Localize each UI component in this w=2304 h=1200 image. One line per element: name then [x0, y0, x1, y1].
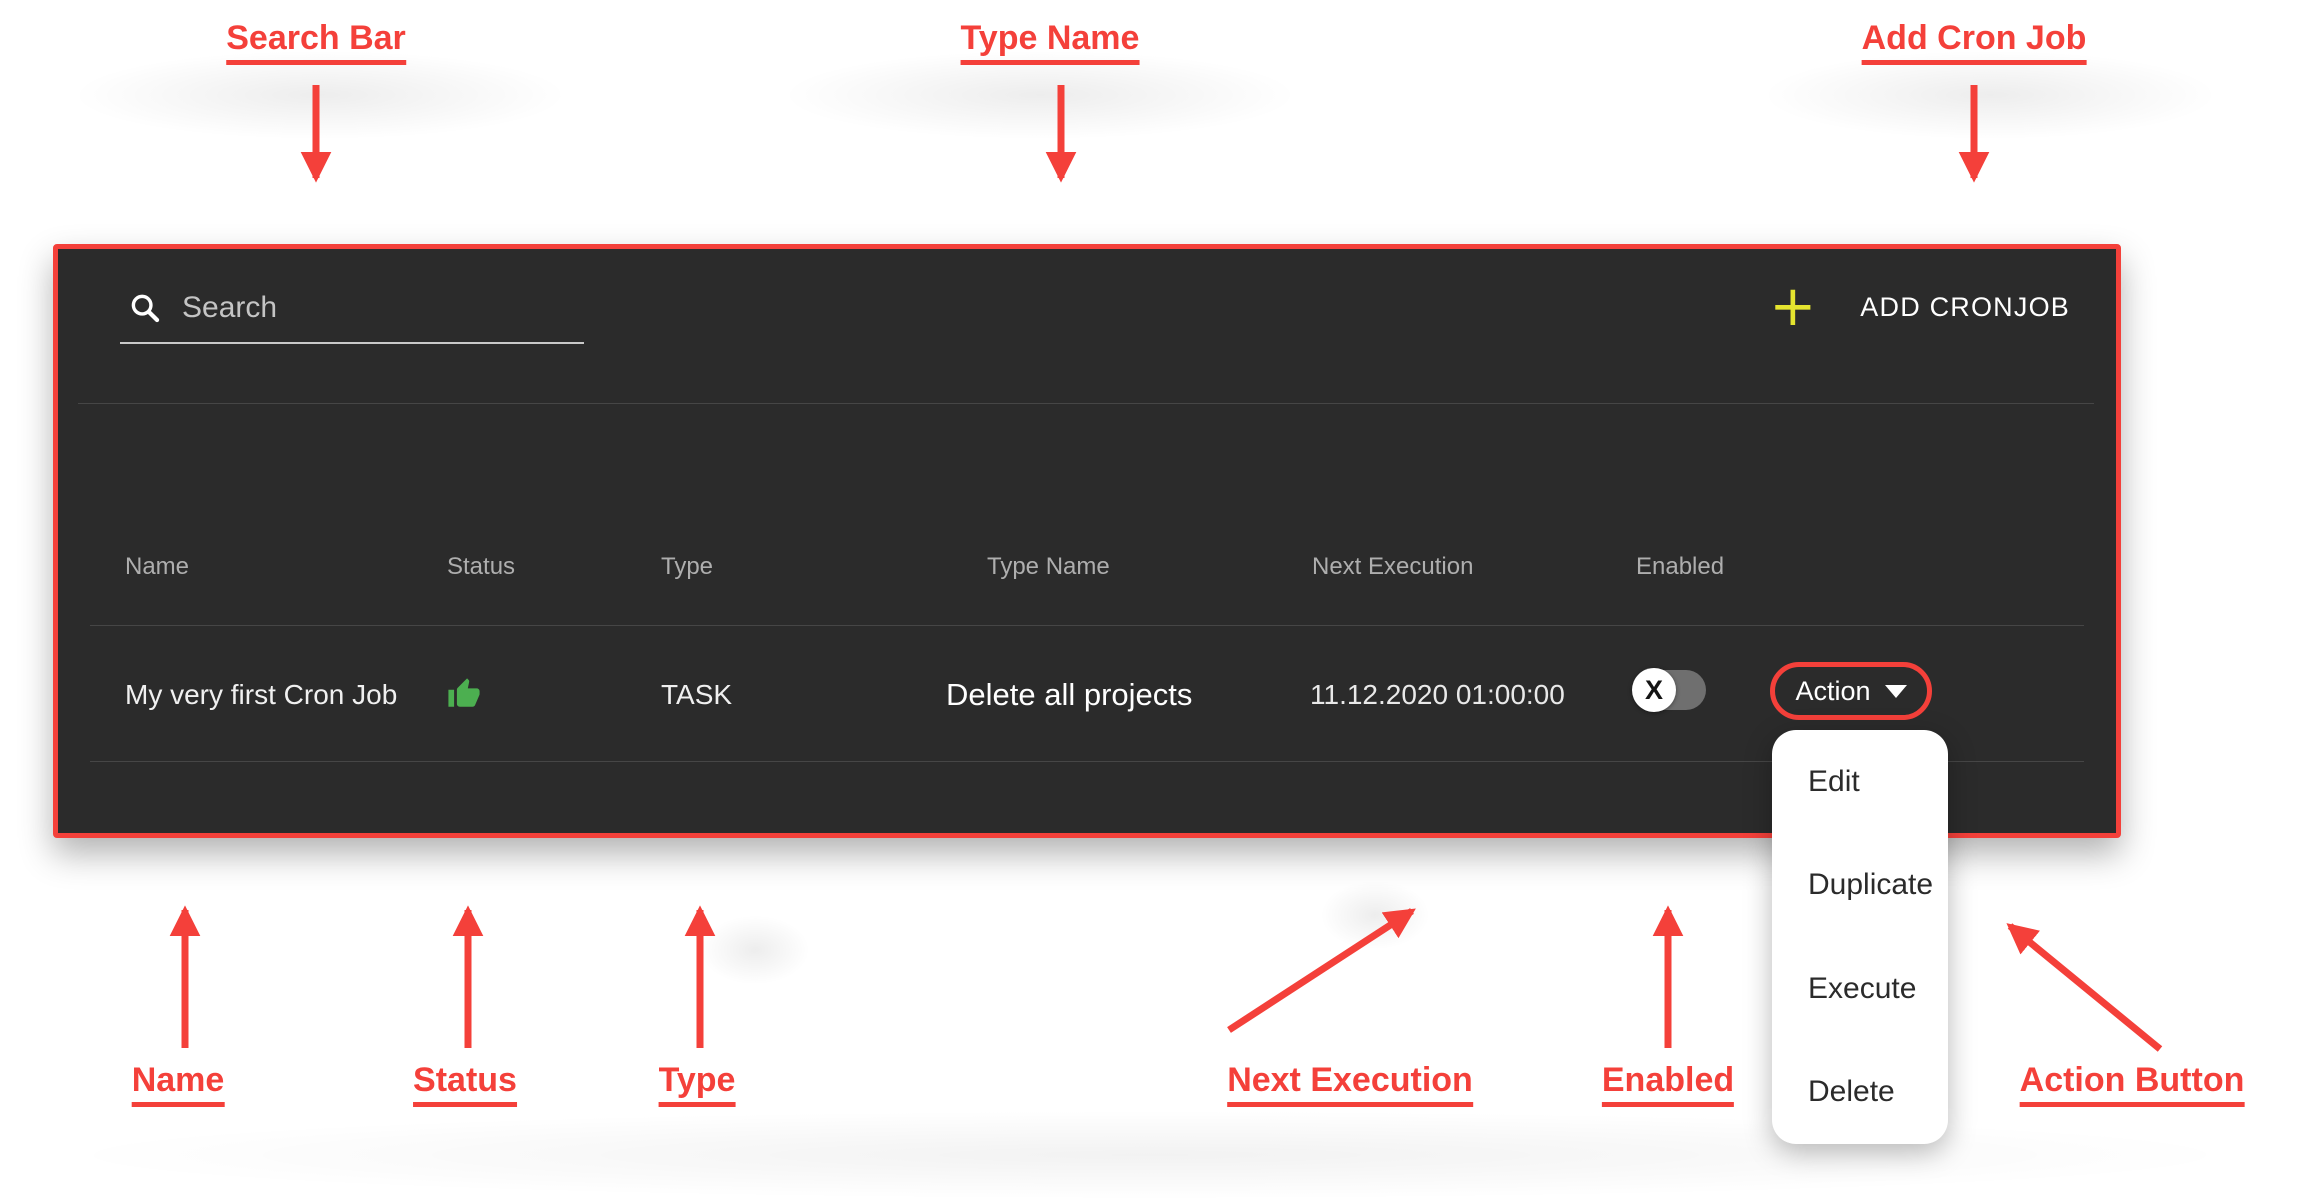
annotation-type-name: Type Name [960, 18, 1140, 65]
action-dropdown-menu: Edit Duplicate Execute Delete [1772, 730, 1948, 1144]
annotation-enabled: Enabled [1601, 1060, 1735, 1107]
next-execution-arrow [1227, 908, 1416, 1033]
search-input[interactable] [182, 291, 562, 325]
action-button[interactable]: Action [1795, 675, 1907, 707]
background-blob [1320, 880, 1430, 950]
menu-item-edit[interactable]: Edit [1808, 764, 1860, 798]
add-cronjob-label: ADD CRONJOB [1860, 291, 2070, 322]
column-header-name: Name [125, 553, 190, 580]
column-header-status: Status [447, 553, 516, 580]
chevron-down-icon [1884, 684, 1907, 698]
annotation-name: Name [131, 1060, 225, 1107]
column-header-type-name: Type Name [987, 553, 1110, 580]
action-button-label: Action [1795, 675, 1871, 706]
cell-name: My very first Cron Job [125, 679, 398, 710]
enabled-toggle[interactable]: X [1632, 668, 1706, 712]
toggle-x-glyph: X [1644, 674, 1663, 705]
add-cronjob-button[interactable]: + ADD CRONJOB [1769, 275, 2070, 339]
column-header-type: Type [661, 553, 714, 580]
cell-type: TASK [661, 679, 733, 710]
column-header-enabled: Enabled [1636, 553, 1725, 580]
toggle-thumb[interactable]: X [1632, 668, 1676, 712]
annotation-add-cron-job: Add Cron Job [1861, 18, 2087, 65]
background-blob [700, 915, 810, 985]
row-divider [90, 761, 2084, 762]
annotation-search-bar: Search Bar [226, 18, 406, 65]
menu-item-duplicate[interactable]: Duplicate [1808, 868, 1934, 902]
annotation-action-button: Action Button [2019, 1060, 2245, 1107]
menu-item-execute[interactable]: Execute [1808, 971, 1917, 1005]
search-icon [131, 294, 160, 323]
cell-next-execution: 11.12.2020 01:00:00 [1310, 679, 1565, 710]
action-button-highlight: Action [1770, 662, 1932, 720]
annotation-status: Status [413, 1060, 517, 1107]
plus-icon: + [1769, 274, 1817, 339]
annotation-type: Type [658, 1060, 736, 1107]
action-button-arrow [2006, 923, 2163, 1052]
annotation-next-execution: Next Execution [1227, 1060, 1473, 1107]
menu-item-delete[interactable]: Delete [1808, 1075, 1895, 1109]
cell-type-name: Delete all projects [946, 677, 1193, 712]
column-header-next-execution: Next Execution [1312, 553, 1474, 580]
toolbar-divider [78, 403, 2094, 404]
thumbs-up-icon [447, 677, 481, 711]
search-bar [120, 274, 584, 344]
header-divider [90, 625, 2084, 626]
page: { "colors": { "annotation_red": "#f4403a… [40, 18, 2260, 1200]
